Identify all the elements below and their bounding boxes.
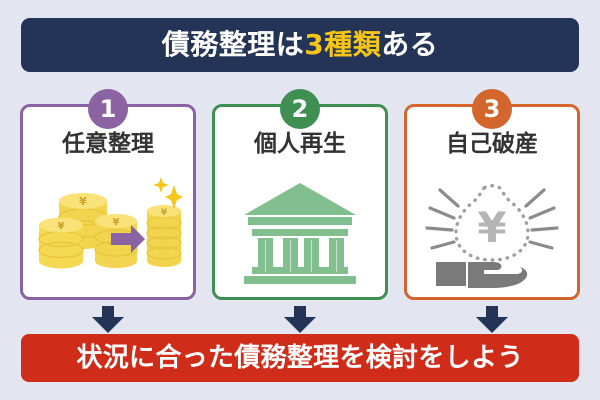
- card-title-2: 個人再生: [254, 131, 346, 157]
- arrow-down-icon-2: [283, 306, 317, 334]
- card-title-3: 自己破産: [446, 131, 538, 157]
- card-title-1: 任意整理: [62, 131, 154, 157]
- page-title-suffix: ある: [381, 28, 439, 61]
- page-title: 債務整理は3種類ある: [162, 31, 439, 59]
- svg-text:¥: ¥: [58, 221, 65, 232]
- arrow-down-icon-1: [91, 306, 125, 334]
- card-list: 1 任意整理 ¥: [0, 89, 600, 300]
- coin-stacks-arrow-icon: ¥ ¥ ¥: [23, 169, 193, 294]
- card-jiko-hasan[interactable]: 3 自己破産 ¥: [404, 89, 580, 300]
- card-kojin-saisei[interactable]: 2 個人再生: [212, 89, 388, 300]
- page-title-accent: 3種類: [304, 28, 382, 61]
- svg-text:¥: ¥: [161, 208, 168, 218]
- arrow-down-icon-3: [475, 306, 509, 334]
- card-badge-2: 2: [280, 89, 320, 129]
- svg-text:¥: ¥: [113, 217, 120, 228]
- title-banner: 債務整理は3種類ある: [21, 18, 579, 72]
- courthouse-icon: [215, 169, 385, 294]
- svg-text:¥: ¥: [477, 203, 506, 252]
- page-title-prefix: 債務整理は: [161, 28, 305, 61]
- card-badge-3: 3: [472, 89, 512, 129]
- conclusion-banner: 状況に合った債務整理を検討をしよう: [21, 334, 579, 382]
- hand-money-bag-icon: ¥: [407, 169, 577, 294]
- conclusion-text: 状況に合った債務整理を検討をしよう: [76, 343, 524, 373]
- card-nini-seiri[interactable]: 1 任意整理 ¥: [20, 89, 196, 300]
- svg-text:¥: ¥: [79, 195, 87, 208]
- card-badge-1: 1: [88, 89, 128, 129]
